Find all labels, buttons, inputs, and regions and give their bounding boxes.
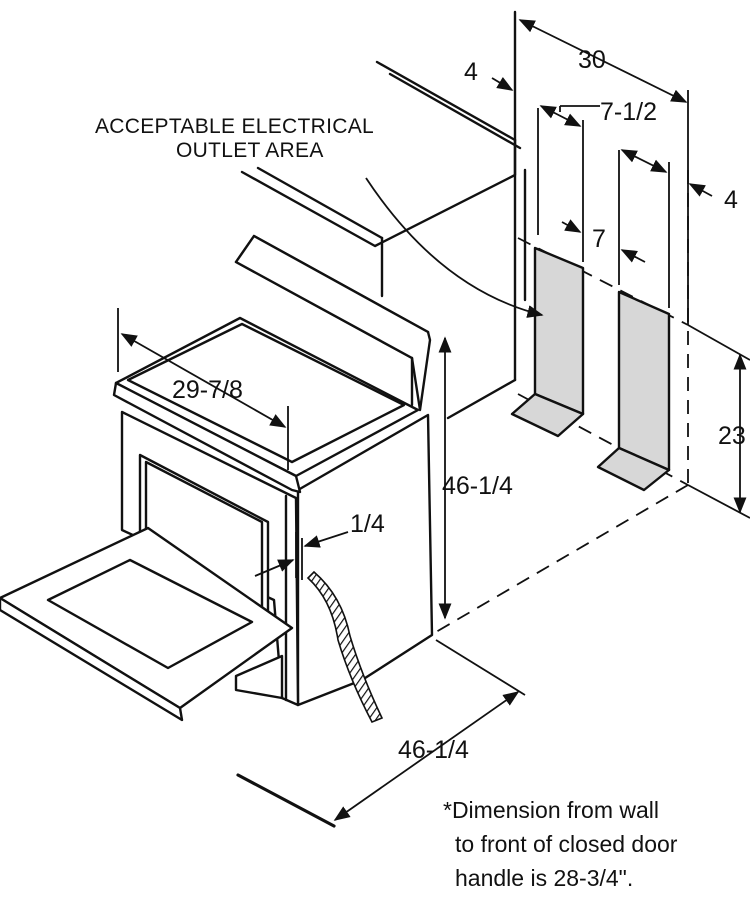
dim-cooktop-width: 29-7/8 [172, 376, 243, 404]
footnote-line-2: to front of closed door [455, 831, 678, 857]
outlet-caption-line-2: OUTLET AREA [176, 139, 324, 162]
outlet-area-caption: ACCEPTABLE ELECTRICAL OUTLET AREA [95, 115, 374, 162]
range [0, 234, 434, 724]
outlet-caption-line-1: ACCEPTABLE ELECTRICAL [95, 115, 374, 138]
outlet-area-right [596, 290, 671, 492]
dim-outlet-height: 23 [718, 422, 746, 450]
dim-outlet-width: 7-1/2 [600, 98, 657, 126]
dimension-labels: 30 4 7-1/2 7 4 23 29-7/8 46-1/4 1/4 46-1… [172, 46, 746, 764]
dim-side-gap: 1/4 [350, 510, 385, 538]
dim-wall-offset-left: 4 [464, 58, 478, 86]
footnote-line-1: *Dimension from wall [443, 797, 659, 823]
dim-range-depth: 46-1/4 [398, 736, 469, 764]
dim-wall-offset-right: 4 [724, 186, 738, 214]
footnote: *Dimension from wall to front of closed … [443, 797, 678, 891]
dim-outlet-gap: 7 [592, 225, 606, 253]
outlet-area-left [510, 246, 585, 438]
dim-width-overall: 30 [578, 46, 606, 74]
dimension-lines [117, 19, 747, 828]
wall-and-countertop [240, 10, 527, 420]
footnote-line-3: handle is 28-3/4". [455, 865, 633, 891]
dim-range-height: 46-1/4 [442, 472, 513, 500]
